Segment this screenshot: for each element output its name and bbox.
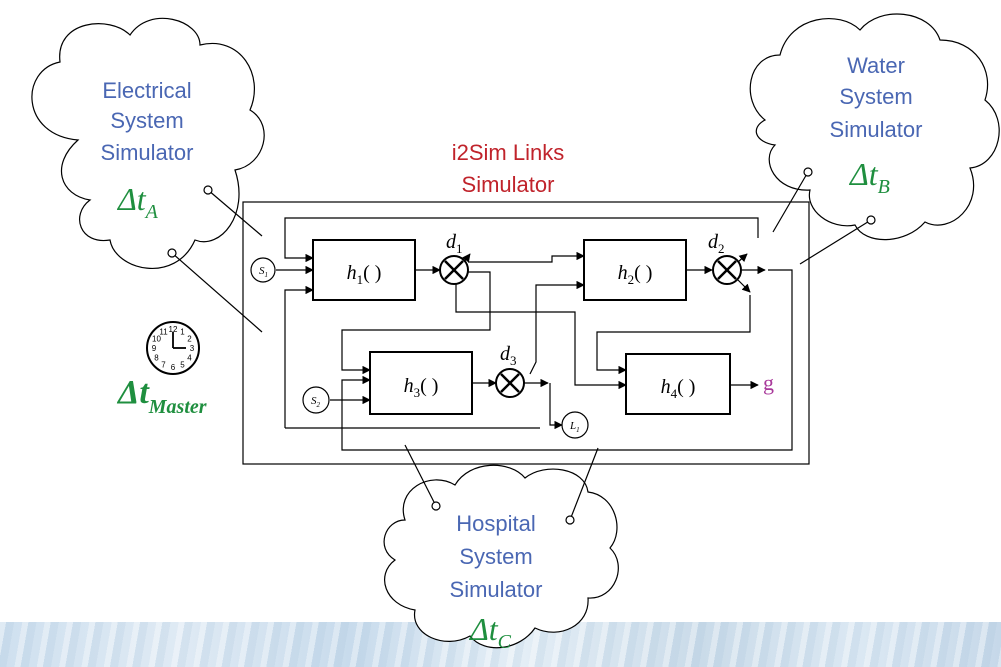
d3-sub: 3 [510, 353, 517, 368]
clock-number: 3 [190, 344, 195, 353]
h4-sub: 4 [671, 386, 678, 401]
d3-name: d [500, 343, 511, 365]
water-line1: Water [847, 53, 905, 78]
source-s2: S2 [302, 386, 330, 414]
h3-name: h [404, 375, 414, 397]
electrical-dt-sub: A [144, 201, 159, 223]
d2-name: d [708, 231, 719, 253]
water-line2: System [839, 84, 912, 109]
hospital-line2: System [459, 544, 532, 569]
hospital-dt-symbol: Δt [468, 611, 499, 647]
clock-number: 10 [152, 335, 161, 344]
h1-sub: 1 [357, 272, 364, 287]
svg-text:h4( ): h4( ) [661, 376, 696, 401]
svg-text:h2( ): h2( ) [618, 262, 653, 287]
connection-endpoints [167, 167, 876, 525]
h3-sub: 3 [414, 385, 421, 400]
svg-text:h3( ): h3( ) [404, 375, 439, 400]
hospital-cloud-label: Hospital System Simulator [450, 511, 543, 602]
links-simulator-title: i2Sim Links Simulator [452, 140, 564, 197]
electrical-delta-t: ΔtA [116, 181, 159, 223]
block-h2: h2( ) [583, 239, 687, 301]
hospital-line3: Simulator [450, 577, 543, 602]
electrical-line1: Electrical [102, 78, 191, 103]
h2-sub: 2 [628, 272, 635, 287]
h2-name: h [618, 262, 628, 284]
svg-text:d2: d2 [708, 231, 725, 256]
electrical-line3: Simulator [101, 140, 194, 165]
svg-text:h1( ): h1( ) [347, 262, 382, 287]
hospital-system-cloud [383, 464, 619, 649]
block-h3: h3( ) [369, 351, 473, 415]
electrical-line2: System [110, 108, 183, 133]
electrical-cloud-label: Electrical System Simulator [101, 78, 194, 165]
distributor-d2: d2 [708, 231, 742, 285]
l1-sub: 1 [576, 426, 580, 434]
h4-args: ( ) [677, 376, 695, 398]
svg-text:S2: S2 [311, 395, 321, 409]
water-delta-t: ΔtB [848, 156, 890, 198]
links-line1: i2Sim Links [452, 140, 564, 165]
clock-number: 11 [159, 328, 168, 337]
source-s1: S1 [250, 257, 276, 283]
electrical-system-cloud [31, 17, 265, 269]
distributor-d3: d3 [495, 343, 525, 398]
svg-text:d1: d1 [446, 231, 463, 256]
master-dt-symbol: Δt [116, 374, 150, 411]
water-cloud-label: Water System Simulator [830, 53, 923, 142]
electrical-dt-symbol: Δt [116, 181, 147, 217]
sink-l1: L1 [561, 411, 589, 439]
l1-name: L [569, 420, 576, 432]
d2-sub: 2 [718, 241, 725, 256]
clock-number: 6 [171, 363, 176, 372]
clock-number: 5 [180, 361, 185, 370]
master-dt-sub: Master [148, 396, 207, 418]
s1-sub: 1 [265, 271, 269, 279]
h1-name: h [347, 262, 357, 284]
clock-number: 4 [187, 354, 192, 363]
block-h1: h1( ) [312, 239, 416, 301]
clock-number: 7 [161, 361, 166, 370]
svg-text:L1: L1 [569, 420, 580, 434]
master-delta-t: ΔtMaster [116, 374, 207, 418]
hospital-delta-t: ΔtC [468, 611, 512, 653]
block-h4: h4( ) [625, 353, 731, 415]
svg-text:S1: S1 [259, 265, 268, 279]
cloud-connection-lines [171, 171, 872, 521]
water-line3: Simulator [830, 117, 923, 142]
water-dt-symbol: Δt [848, 156, 879, 192]
clock-number: 8 [154, 354, 159, 363]
hospital-dt-sub: C [498, 631, 512, 653]
water-dt-sub: B [878, 176, 890, 198]
clock-number: 1 [180, 328, 185, 337]
s1-name: S [259, 265, 265, 277]
clock-number: 12 [169, 325, 178, 334]
d1-name: d [446, 231, 457, 253]
svg-text:d3: d3 [500, 343, 517, 368]
h4-name: h [661, 376, 671, 398]
s2-name: S [311, 395, 317, 407]
output-label: g [763, 370, 774, 395]
clock-number: 2 [187, 335, 192, 344]
water-system-cloud [749, 13, 1000, 241]
d1-sub: 1 [456, 241, 463, 256]
h1-args: ( ) [363, 262, 381, 284]
distributor-d1: d1 [439, 231, 469, 285]
wiring [276, 217, 793, 451]
s2-sub: 2 [317, 401, 321, 409]
links-line2: Simulator [462, 172, 555, 197]
hospital-line1: Hospital [456, 511, 535, 536]
clock-number: 9 [152, 344, 157, 353]
h2-args: ( ) [634, 262, 652, 284]
h3-args: ( ) [420, 375, 438, 397]
